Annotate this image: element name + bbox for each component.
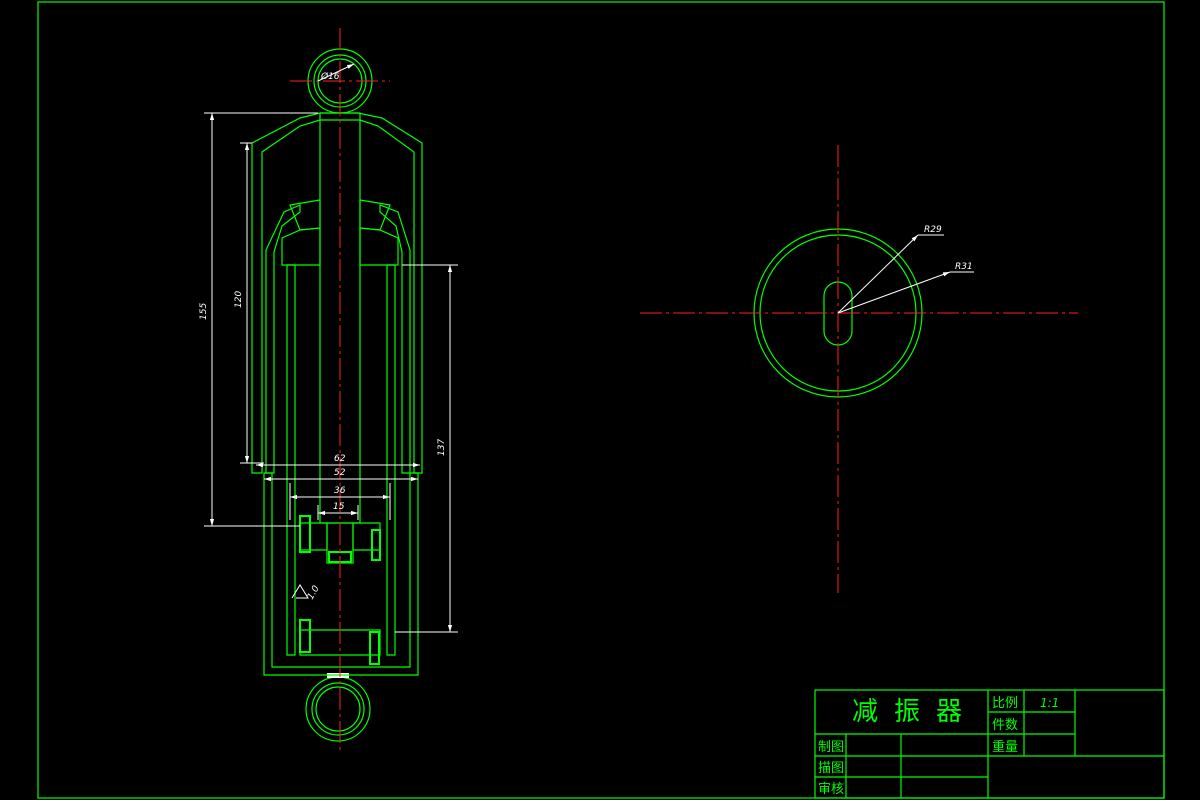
dim-surface-finish: 1.0: [306, 584, 322, 602]
dim-eye-diameter: Ø16: [320, 71, 340, 82]
drawn-label: 制图: [818, 740, 844, 755]
base-valve: [299, 619, 381, 665]
end-view: R29 R31: [640, 145, 1078, 593]
traced-label: 描图: [818, 761, 844, 776]
title-block: 减振器 比例 1:1 件数 重量 制图 描图 审核: [814, 689, 1165, 799]
scale-label: 比例: [992, 696, 1018, 711]
section-view: Ø16 155 120 137 62 52: [199, 28, 458, 752]
dim-radius-inner: R29: [924, 225, 942, 235]
dust-cover: [251, 112, 423, 474]
slot: [823, 281, 853, 346]
inner-sleeve: [265, 204, 411, 474]
dim-reservoir-height: 120: [234, 291, 244, 308]
surface-finish-symbol: [291, 584, 309, 599]
dim-overall-length: 155: [199, 303, 209, 320]
weight-label: 重量: [992, 739, 1018, 755]
dim-stroke-length: 137: [437, 439, 447, 456]
quantity-label: 件数: [992, 718, 1018, 733]
dim-outer-width: 62: [334, 454, 346, 464]
dim-radius-outer: R31: [955, 262, 973, 272]
dim-cylinder-width: 52: [334, 468, 346, 478]
bottom-eye: [305, 673, 371, 742]
dim-rod-width: 15: [333, 502, 345, 512]
checked-label: 审核: [818, 782, 844, 797]
dimensions: Ø16 155 120 137 62 52: [199, 63, 458, 633]
drawing-border: [37, 1, 1165, 799]
drawing-title: 减振器: [852, 697, 978, 727]
dim-piston-width: 36: [334, 486, 346, 496]
scale-value: 1:1: [1040, 696, 1059, 710]
